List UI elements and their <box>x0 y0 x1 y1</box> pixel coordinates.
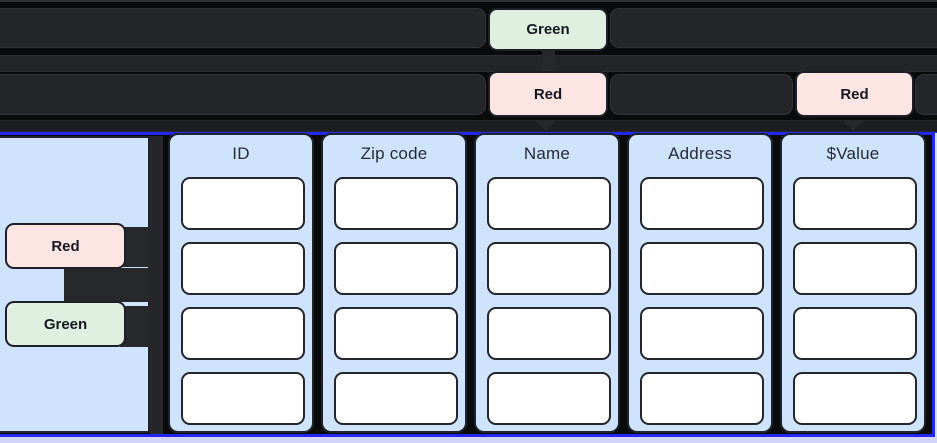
badge-red-sidebar-label: Red <box>51 237 80 255</box>
cell-slot[interactable] <box>487 242 611 295</box>
lane-row-2-left <box>0 74 486 115</box>
cell-slot[interactable] <box>181 307 305 360</box>
lane-row-1-right <box>610 8 937 48</box>
cell-slot[interactable] <box>640 307 764 360</box>
lane-row-1-left <box>0 8 486 48</box>
badge-green-sidebar[interactable]: Green <box>5 301 126 347</box>
column-address-header: Address <box>668 144 732 163</box>
lane-row-2-middle <box>610 74 793 115</box>
container-top-border <box>0 132 937 135</box>
badge-red-sidebar[interactable]: Red <box>5 223 126 269</box>
cell-slot[interactable] <box>181 242 305 295</box>
cell-slot[interactable] <box>487 307 611 360</box>
cell-slot[interactable] <box>793 307 917 360</box>
lane-row-2-right <box>915 74 937 115</box>
column-address: Address <box>627 133 773 433</box>
lane-band-1 <box>0 55 937 72</box>
lane-band-2 <box>0 120 937 132</box>
column-id-header: ID <box>232 144 250 163</box>
column-id: ID <box>168 133 314 433</box>
badge-red-right-label: Red <box>840 85 869 103</box>
column-name-header: Name <box>523 144 571 163</box>
bottom-tray <box>0 434 937 443</box>
badge-red-middle[interactable]: Red <box>488 71 608 117</box>
connector-green-to-red <box>542 48 555 74</box>
cell-slot[interactable] <box>181 177 305 230</box>
cell-slot[interactable] <box>640 372 764 425</box>
window-top-edge <box>0 0 937 2</box>
column-zip-code: Zip code <box>321 133 467 433</box>
vertical-connector-strip <box>150 136 163 434</box>
cell-slot[interactable] <box>334 372 458 425</box>
badge-green-top-label: Green <box>526 21 570 38</box>
column-name: Name <box>474 133 620 433</box>
cell-slot[interactable] <box>334 242 458 295</box>
cell-slot[interactable] <box>334 177 458 230</box>
cell-slot[interactable] <box>640 242 764 295</box>
badge-green-sidebar-label: Green <box>43 315 88 333</box>
cell-slot[interactable] <box>793 242 917 295</box>
cell-slot[interactable] <box>793 372 917 425</box>
badge-red-middle-label: Red <box>533 85 563 103</box>
cell-slot[interactable] <box>334 307 458 360</box>
cell-slot[interactable] <box>487 372 611 425</box>
cell-slot[interactable] <box>487 177 611 230</box>
right-partial-panel <box>932 133 937 437</box>
connector-between-badges <box>64 268 163 302</box>
cell-slot[interactable] <box>640 177 764 230</box>
badge-green-top[interactable]: Green <box>488 8 608 51</box>
pointer-arrow-name-column <box>535 120 557 131</box>
column-value-header: $Value <box>826 144 880 163</box>
column-value: $Value <box>780 133 926 433</box>
badge-red-right[interactable]: Red <box>795 71 914 117</box>
cell-slot[interactable] <box>181 372 305 425</box>
cell-slot[interactable] <box>793 177 917 230</box>
column-zip-code-header: Zip code <box>360 144 428 163</box>
pointer-arrow-value-column <box>842 120 864 131</box>
